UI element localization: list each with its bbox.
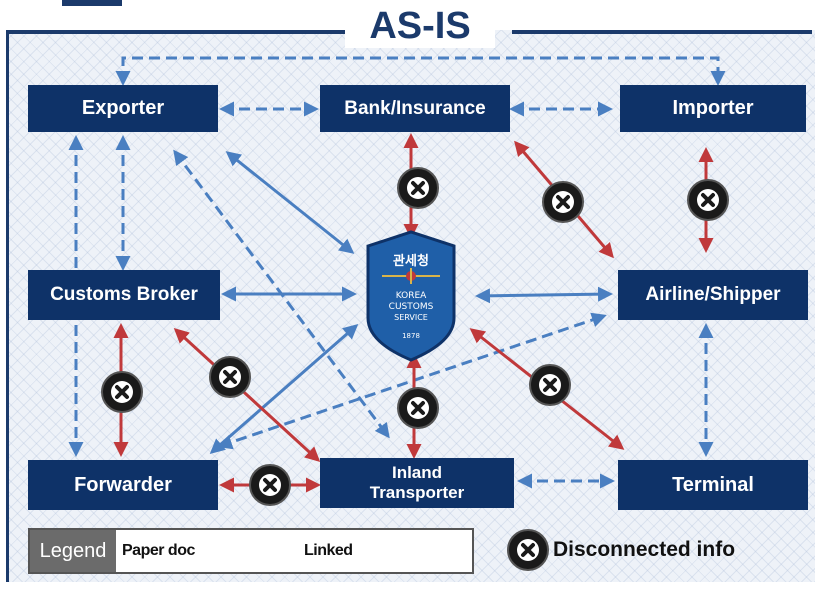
logo-korean: 관세청 bbox=[393, 253, 429, 269]
disconnected-icon bbox=[541, 180, 585, 224]
title-rule-right bbox=[512, 30, 812, 34]
node-terminal: Terminal bbox=[618, 460, 808, 510]
node-exporter: Exporter bbox=[28, 85, 218, 132]
title-rule-left bbox=[6, 30, 346, 34]
node-importer: Importer bbox=[620, 85, 806, 132]
logo-line1: KOREA bbox=[396, 291, 427, 301]
legend-linked-label: Linked bbox=[304, 542, 353, 559]
legend-tag: Legend bbox=[30, 530, 116, 572]
logo-line2: CUSTOMS bbox=[389, 302, 434, 312]
inland-line2: Transporter bbox=[369, 483, 465, 502]
link-exporter-importer-top bbox=[115, 56, 726, 86]
link-kcs-airline bbox=[475, 286, 613, 304]
disconnected-icon bbox=[100, 370, 144, 414]
disconnected-icon bbox=[208, 355, 252, 399]
legend-box: Legend Paper doc Linked bbox=[28, 528, 474, 574]
disconnected-icon bbox=[396, 166, 440, 210]
legend-paper-label: Paper doc bbox=[122, 542, 195, 559]
disconnected-icon bbox=[528, 363, 572, 407]
corner-accent bbox=[62, 0, 122, 6]
inland-line1: Inland bbox=[391, 463, 443, 482]
disconnected-icon bbox=[686, 178, 730, 222]
logo-line3: SERVICE bbox=[394, 313, 428, 322]
link-exporter-kcs bbox=[225, 151, 355, 254]
link-broker-inland bbox=[173, 327, 321, 463]
disconnected-icon bbox=[396, 386, 440, 430]
legend-disconnected-icon bbox=[506, 528, 550, 572]
korea-customs-logo: 관세청 KOREA CUSTOMS SERVICE 1878 bbox=[366, 230, 456, 362]
legend-disconnected-label: Disconnected info bbox=[553, 538, 736, 561]
node-airline-shipper: Airline/Shipper bbox=[618, 270, 808, 320]
node-forwarder: Forwarder bbox=[28, 460, 218, 510]
node-inland-transporter: Inland Transporter bbox=[320, 458, 514, 508]
diagram-title: AS-IS bbox=[345, 4, 495, 48]
disconnected-icon bbox=[248, 463, 292, 507]
node-customs-broker: Customs Broker bbox=[28, 270, 220, 320]
node-bank-insurance: Bank/Insurance bbox=[320, 85, 510, 132]
logo-year: 1878 bbox=[402, 332, 420, 340]
